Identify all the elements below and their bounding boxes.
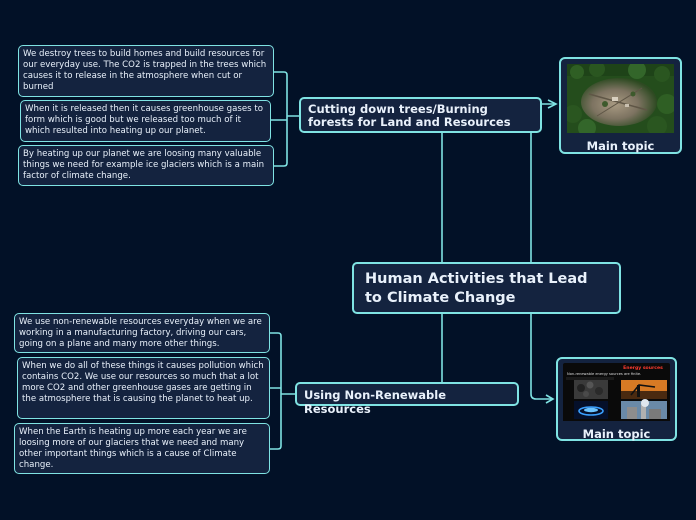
branch-cutting-trees[interactable]: Cutting down trees/Burning forests for L…: [299, 97, 542, 133]
central-topic-label: Human Activities that Lead to Climate Ch…: [365, 271, 588, 306]
connector-branch-2-subtopics: [270, 332, 295, 450]
subtopic-destroy-trees[interactable]: We destroy trees to build homes and buil…: [18, 45, 274, 97]
subtopic-pollution-co2[interactable]: When we do all of these things it causes…: [17, 357, 270, 419]
image-heading: Energy sources: [623, 365, 663, 371]
subtopic-label: We destroy trees to build homes and buil…: [23, 49, 267, 92]
subtopic-label: We use non-renewable resources everyday …: [19, 317, 262, 349]
subtopic-label: When we do all of these things it causes…: [22, 361, 264, 404]
image-caption: Main topic: [582, 427, 651, 441]
subtopic-loosing-glaciers[interactable]: When the Earth is heating up more each y…: [14, 423, 270, 474]
subtopic-greenhouse-gases[interactable]: When it is released then it causes green…: [20, 100, 271, 142]
image-node-energy-sources[interactable]: Energy sources Non-renewable energy sour…: [556, 357, 677, 441]
subtopic-use-everyday[interactable]: We use non-renewable resources everyday …: [14, 313, 270, 353]
connector-branch-1-subtopics: [270, 71, 299, 167]
central-topic[interactable]: Human Activities that Lead to Climate Ch…: [352, 262, 621, 314]
branch-non-renewable[interactable]: Using Non-Renewable Resources: [295, 382, 519, 416]
subtopic-loosing-valuable[interactable]: By heating up our planet we are loosing …: [18, 145, 274, 186]
image-subheading: Non-renewable energy sources are finite.: [567, 372, 641, 376]
subtopic-label: By heating up our planet we are loosing …: [23, 149, 265, 181]
subtopic-label: When the Earth is heating up more each y…: [19, 427, 247, 470]
branch-cutting-trees-label: Cutting down trees/Burning forests for L…: [308, 102, 511, 129]
subtopic-label: When it is released then it causes green…: [25, 104, 263, 136]
deforestation-image: [566, 64, 675, 137]
connector-branch-2-image: [530, 314, 553, 400]
image-caption: Main topic: [586, 139, 655, 153]
energy-sources-image: Energy sources Non-renewable energy sour…: [563, 363, 670, 425]
image-node-deforestation[interactable]: Main topic: [559, 57, 682, 154]
branch-non-renewable-label: Using Non-Renewable Resources: [304, 388, 447, 416]
